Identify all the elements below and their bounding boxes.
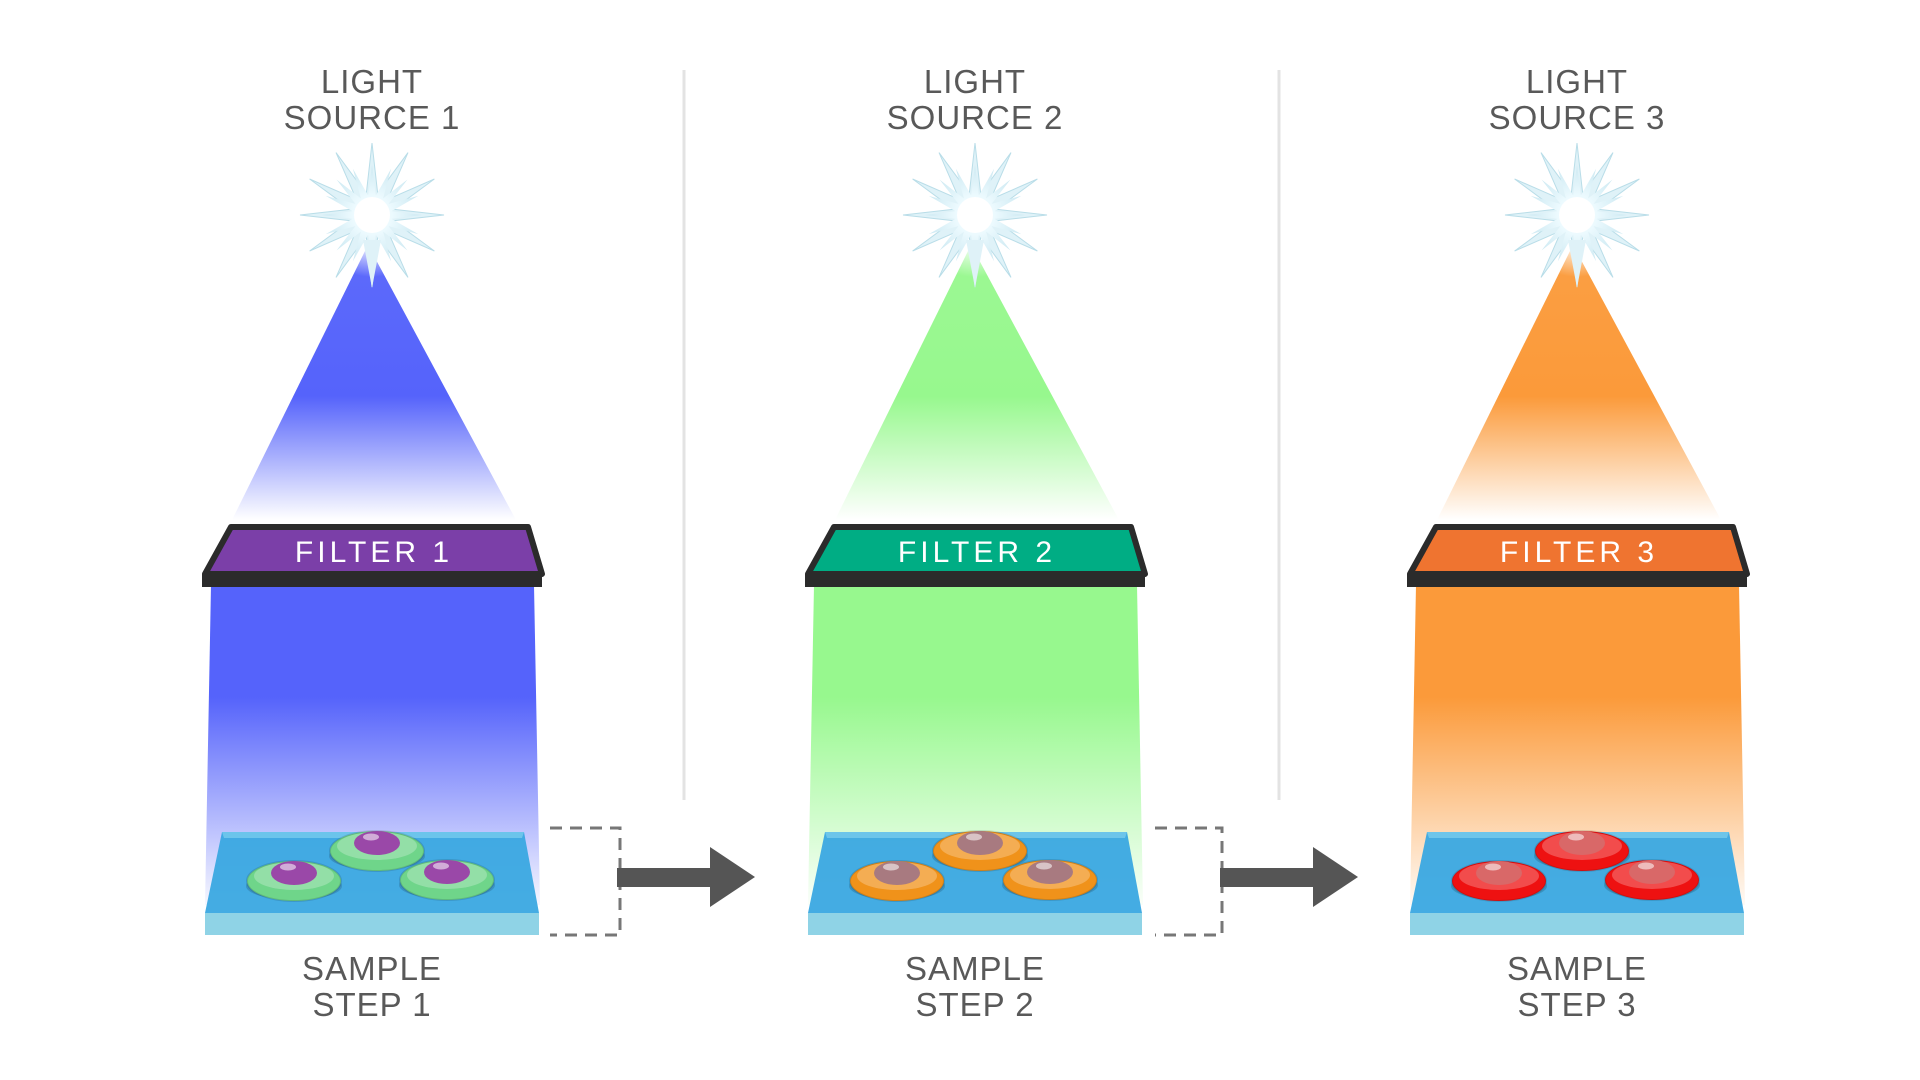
filter-2: FILTER 2	[805, 524, 1148, 587]
cell-nucleus	[424, 860, 470, 884]
filter-3: FILTER 3	[1407, 524, 1750, 587]
cell-nucleus	[874, 861, 920, 885]
light-source-label: SOURCE 2	[887, 99, 1064, 136]
sample-slide	[205, 830, 539, 935]
sample-step-label: SAMPLE	[1507, 950, 1647, 987]
sample-slide	[808, 830, 1142, 935]
sample-step-label: SAMPLE	[302, 950, 442, 987]
cell-nucleus	[957, 831, 1003, 855]
star-light-icon	[299, 142, 445, 288]
sample-step-label: STEP 3	[1517, 986, 1636, 1023]
cell	[1604, 859, 1700, 901]
cell	[329, 830, 425, 872]
light-source-label: LIGHT	[924, 63, 1026, 100]
light-source-label: LIGHT	[1526, 63, 1628, 100]
star-light-icon	[1504, 142, 1650, 288]
light-cone	[1437, 245, 1721, 520]
light-source-label: SOURCE 1	[284, 99, 461, 136]
filter-frame-base	[202, 574, 542, 587]
cell	[1451, 860, 1547, 902]
filtered-light-beam	[808, 585, 1143, 905]
arrow-right-icon	[1220, 847, 1358, 907]
cell	[849, 860, 945, 902]
filtered-light-beam	[1410, 585, 1745, 905]
light-cone	[835, 245, 1119, 520]
filter-label: FILTER 1	[295, 536, 453, 569]
cell-nucleus	[1559, 831, 1605, 855]
filter-1: FILTER 1	[202, 524, 545, 587]
step-connector-2	[1155, 826, 1358, 937]
cell-nucleus	[1476, 861, 1522, 885]
sample-step-label: SAMPLE	[905, 950, 1045, 987]
filtered-light-beam	[205, 585, 540, 905]
cell	[399, 859, 495, 901]
cell-nucleus	[271, 861, 317, 885]
dashed-bracket	[550, 826, 622, 937]
sample-slide	[1410, 830, 1744, 935]
cell	[1534, 830, 1630, 872]
filter-label: FILTER 3	[1500, 536, 1658, 569]
cell-nucleus	[354, 831, 400, 855]
arrow-right-icon	[617, 847, 755, 907]
light-cone	[232, 245, 516, 520]
light-source-label: LIGHT	[321, 63, 423, 100]
dashed-bracket	[1155, 826, 1224, 937]
cell	[932, 830, 1028, 872]
sample-step-label: STEP 1	[312, 986, 431, 1023]
star-light-icon	[902, 142, 1048, 288]
cell-nucleus	[1027, 860, 1073, 884]
cell	[246, 860, 342, 902]
sample-step-label: STEP 2	[915, 986, 1034, 1023]
filter-frame-base	[805, 574, 1145, 587]
step-connector-1	[550, 826, 755, 937]
filter-label: FILTER 2	[898, 536, 1056, 569]
filter-frame-base	[1407, 574, 1747, 587]
light-source-label: SOURCE 3	[1489, 99, 1666, 136]
cell	[1002, 859, 1098, 901]
cell-nucleus	[1629, 860, 1675, 884]
